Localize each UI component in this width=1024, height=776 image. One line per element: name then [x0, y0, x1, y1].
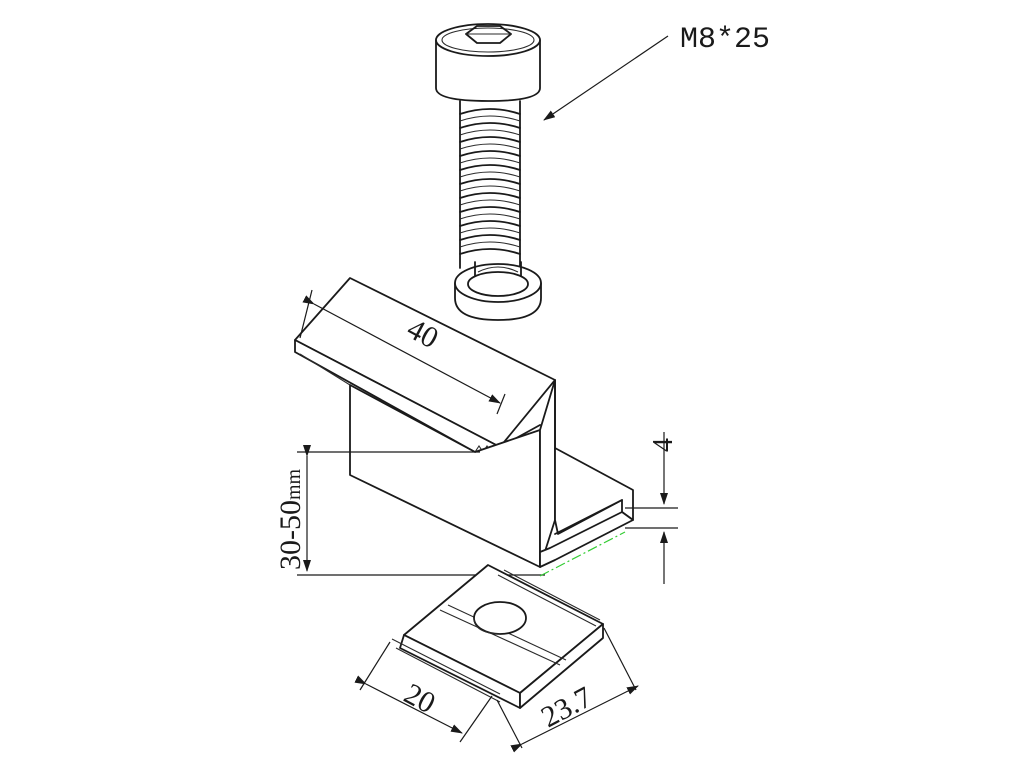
dimension-nut-length — [496, 627, 639, 753]
dimension-label-nut-length: 23.7 — [536, 680, 598, 734]
dimension-width-40 — [299, 289, 506, 415]
bolt-spec-leader — [543, 35, 669, 121]
dimension-thickness — [625, 432, 678, 584]
dimension-label-nut-width: 20 — [399, 677, 441, 720]
washer — [454, 261, 542, 321]
bolt-threads — [459, 108, 521, 255]
dimension-nut-width — [354, 641, 493, 743]
hex-socket-bolt — [435, 23, 541, 269]
bolt-spec-label: M8*25 — [680, 23, 770, 57]
height-range-value: 30-50 — [274, 500, 307, 570]
dimension-label-thickness: 4 — [648, 438, 679, 452]
centerline — [539, 531, 626, 577]
dimension-label-height: 30-50mm — [274, 468, 307, 570]
height-unit: mm — [283, 468, 305, 500]
